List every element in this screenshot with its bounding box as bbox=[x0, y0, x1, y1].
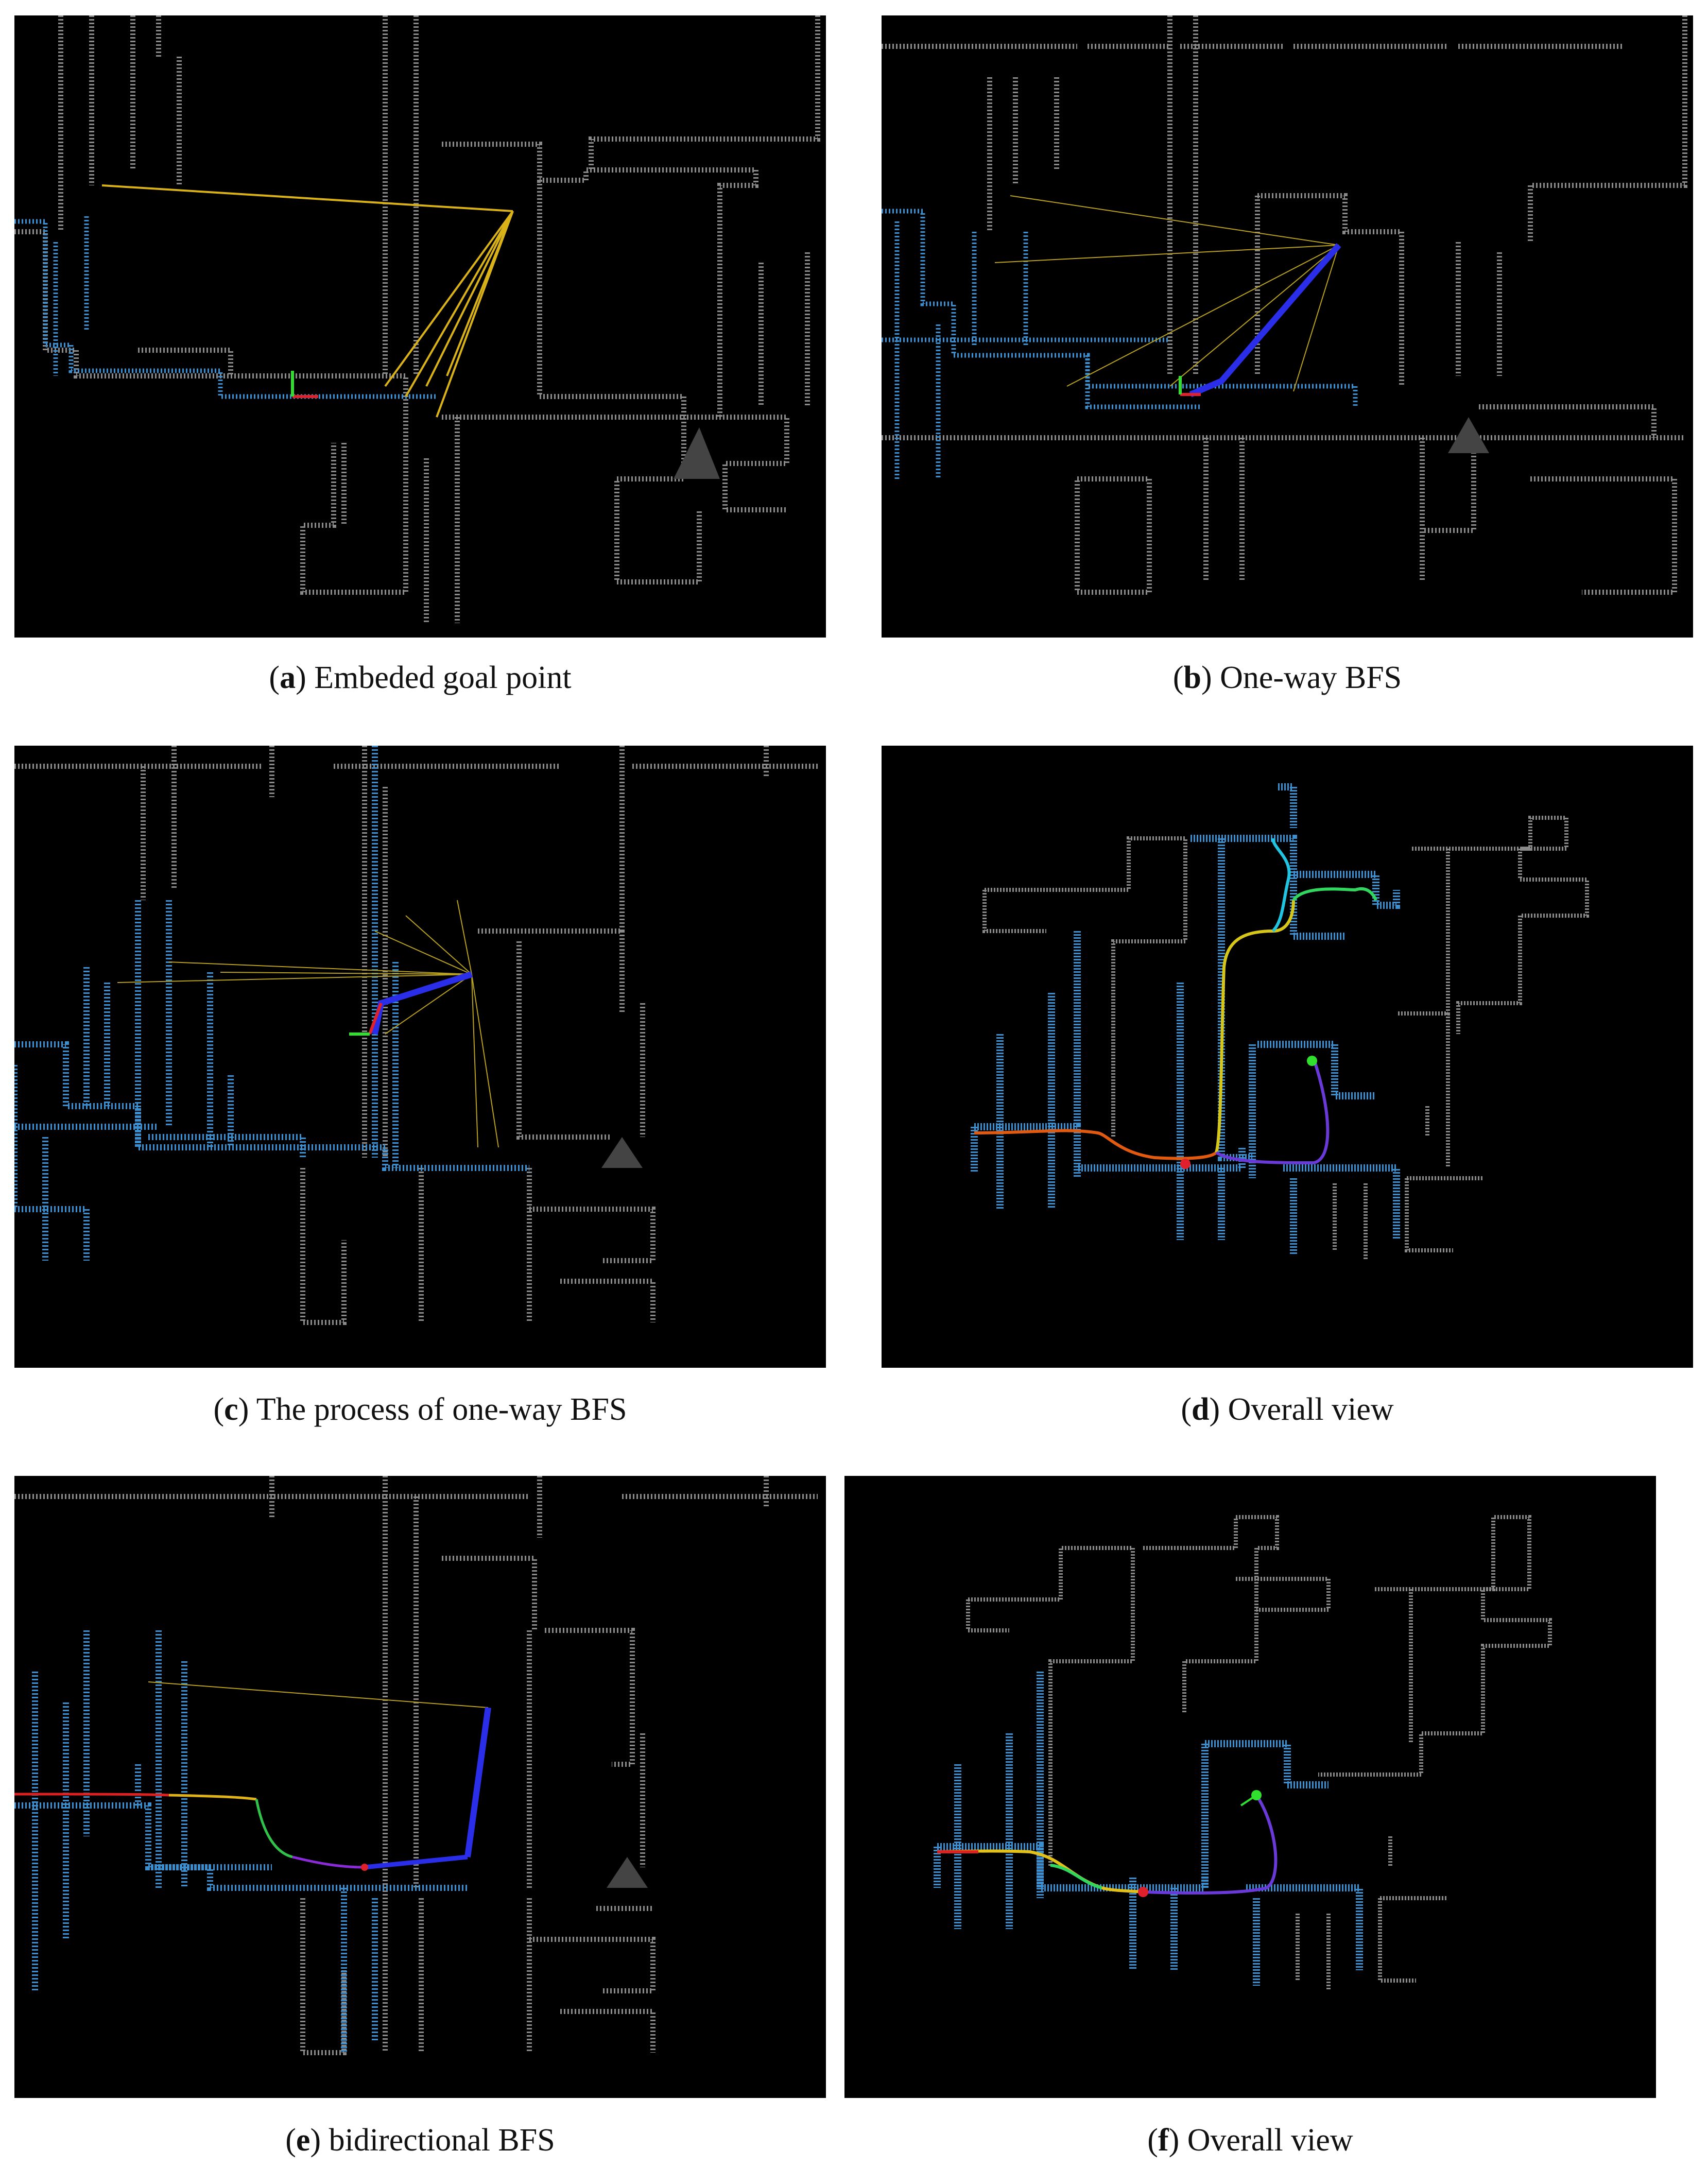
rays-b bbox=[994, 195, 1339, 392]
map-f bbox=[934, 1515, 1552, 1991]
panel-a-image bbox=[14, 15, 826, 638]
path-e-right bbox=[464, 1707, 491, 1857]
path-e-mid bbox=[364, 1854, 468, 1870]
rays-c bbox=[117, 900, 499, 1148]
obstacle-e bbox=[607, 1857, 648, 1888]
panel-c-image bbox=[14, 746, 826, 1368]
map-e bbox=[14, 1476, 818, 2055]
path-c bbox=[372, 971, 473, 1035]
map-d bbox=[971, 783, 1589, 1261]
caption-a: (a) Embeded goal point bbox=[269, 660, 572, 695]
explored-b bbox=[882, 209, 1358, 479]
panel-f-image bbox=[844, 1476, 1656, 2098]
panel-b-image bbox=[882, 15, 1693, 638]
panel-e-image bbox=[14, 1476, 826, 2098]
robot-axes-b bbox=[1179, 376, 1201, 396]
obstacle-c bbox=[601, 1137, 643, 1168]
walls-d bbox=[982, 816, 1589, 1261]
paths-f bbox=[937, 1790, 1278, 1897]
walls-c bbox=[14, 746, 818, 1325]
paths-d bbox=[974, 838, 1377, 1169]
path-b bbox=[1189, 243, 1341, 398]
obstacle-a bbox=[674, 427, 720, 479]
walls-e bbox=[14, 1476, 818, 2055]
map-c bbox=[14, 746, 818, 1325]
map-a bbox=[14, 15, 820, 623]
paths-e bbox=[14, 1793, 368, 1871]
path-c-start bbox=[368, 1002, 383, 1035]
caption-c: (c) The process of one-way BFS bbox=[213, 1392, 627, 1427]
caption-b: (b) One-way BFS bbox=[1172, 660, 1402, 695]
caption-e: (e) bidirectional BFS bbox=[285, 2123, 555, 2158]
explored-a bbox=[14, 216, 437, 399]
explored-e bbox=[14, 1630, 468, 2053]
ray-e bbox=[148, 1681, 489, 1708]
walls-b bbox=[882, 15, 1687, 595]
explored-f bbox=[934, 1672, 1363, 1986]
caption-d: (d) Overall view bbox=[1181, 1392, 1394, 1427]
goal-rays-a bbox=[101, 184, 514, 418]
panel-d-image bbox=[882, 746, 1693, 1368]
caption-f: (f) Overall view bbox=[1147, 2123, 1353, 2158]
walls-f bbox=[966, 1515, 1552, 1991]
walls-a bbox=[14, 15, 820, 623]
map-b bbox=[882, 15, 1687, 595]
explored-c bbox=[14, 746, 529, 1261]
obstacle-b bbox=[1448, 417, 1489, 453]
explored-d bbox=[971, 783, 1400, 1255]
robot-axes-a bbox=[291, 371, 318, 398]
